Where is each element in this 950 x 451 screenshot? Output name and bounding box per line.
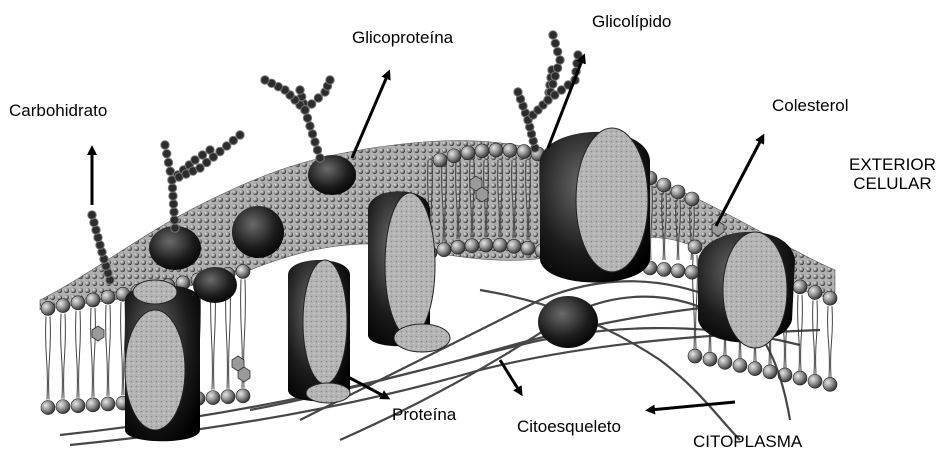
label-exterior-line2: CELULAR [849,174,936,193]
lipid-head [41,401,55,415]
lipid-head [71,296,85,310]
lipid-head [703,352,717,366]
sugar-bead [303,114,311,122]
sugar-bead [553,64,561,72]
sugar-bead [169,192,177,200]
lipid-head [56,400,70,414]
label-glicoproteina: Glicoproteína [352,28,453,47]
lipid-head [507,239,521,253]
lipid-head [521,241,535,255]
lipid-head [517,145,531,159]
lipid-head [101,397,115,411]
lipid-head [808,286,822,300]
lipid-head [461,146,475,160]
lipid-head [475,144,489,158]
lipid-head [86,293,100,307]
lipid-head [451,240,465,254]
label-citoplasma: CITOPLASMA [693,432,802,451]
lipid-head [479,238,493,252]
sugar-bead [306,122,314,130]
lipid-head [465,239,479,253]
lipid-head [823,291,837,305]
lipid-head [793,371,807,385]
sugar-bead [191,156,199,164]
lipid-head [41,301,55,315]
lipid-head [688,240,702,254]
sugar-bead [163,150,171,158]
sugar-bead [161,141,169,149]
transmembrane-protein-4 [540,128,650,283]
sugar-bead [296,86,304,94]
lipid-head [493,238,507,252]
sugar-bead [198,151,206,159]
lipid-head [489,143,503,157]
lipid-head [657,178,671,192]
lipid-head [206,391,220,405]
sugar-bead [553,47,561,55]
lipid-head [221,390,235,404]
sugar-bead [326,76,334,84]
sugar-bead [170,208,178,216]
lipid-head [447,149,461,163]
sugar-bead [307,100,315,108]
lipid-head [808,374,822,388]
lipid-head [503,143,517,157]
lipid-head [86,398,100,412]
transmembrane-protein-1 [125,280,200,441]
lipid-head [56,299,70,313]
sugar-bead [301,106,309,114]
sugar-bead [316,154,324,162]
label-carbohidrato: Carbohidrato [9,101,107,120]
sugar-bead [314,94,322,102]
lipid-head [763,365,777,379]
lipid-head [236,264,250,278]
sugar-bead [574,51,582,59]
label-colesterol: Colesterol [772,96,849,115]
lipid-head [657,262,671,276]
lipid-head [685,192,699,206]
label-exterior-celular: EXTERIOR CELULAR [849,155,936,193]
lipid-head [685,265,699,279]
label-glicolipido: Glicolípido [592,12,671,31]
sugar-bead [551,72,559,80]
label-citoesqueleto: Citoesqueleto [517,417,621,436]
sugar-bead [168,184,176,192]
sugar-bead [556,56,564,64]
lipid-head [437,243,451,257]
transmembrane-protein-5 [698,232,795,348]
sugar-bead [313,146,321,154]
sugar-bead [261,76,269,84]
lipid-head [433,153,447,167]
sugar-bead [551,39,559,47]
lipid-head [671,185,685,199]
lipid-head [236,389,250,403]
lipid-head [793,280,807,294]
sugar-bead [169,200,177,208]
sugar-bead [164,158,172,166]
sugar-bead [549,31,557,39]
sugar-bead [88,211,96,219]
lipid-head [101,290,115,304]
lipid-head [823,377,837,391]
sugar-bead [170,216,178,224]
sugar-bead [236,131,244,139]
sugar-bead [171,224,179,232]
lipid-head [71,399,85,413]
lipid-head [733,359,747,373]
sugar-bead [308,130,316,138]
transmembrane-protein-2 [288,260,350,403]
sugar-bead [514,88,522,96]
label-proteina: Proteína [392,405,456,424]
lipid-head [748,362,762,376]
lipid-head [688,349,702,363]
sugar-bead [549,80,557,88]
lipid-head [718,355,732,369]
label-exterior-line1: EXTERIOR [849,155,936,174]
lipid-head [671,264,685,278]
sugar-bead [311,138,319,146]
